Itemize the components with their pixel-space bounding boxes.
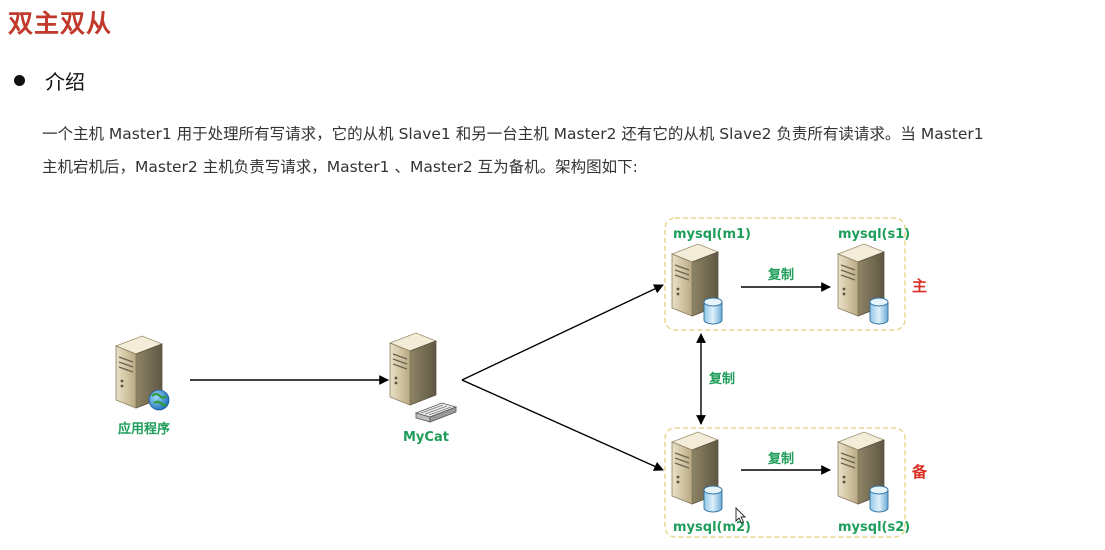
mouse-cursor-icon <box>735 506 747 524</box>
bullet-dot-icon <box>14 75 25 86</box>
replicate-middle-label: 复制 <box>708 371 735 387</box>
m2-label: mysql(m2) <box>673 520 751 535</box>
s2-label: mysql(s2) <box>838 520 910 535</box>
paragraph-line-1: 一个主机 Master1 用于处理所有写请求，它的从机 Slave1 和另一台主… <box>42 125 984 143</box>
bullet-label: 介绍 <box>45 70 85 94</box>
mysql-m1-server-icon <box>671 243 723 325</box>
backup-label: 备 <box>911 463 928 481</box>
backup-group-box <box>664 427 906 538</box>
mycat-server-icon <box>389 332 458 423</box>
replicate-top-label: 复制 <box>767 267 794 283</box>
bullet-item: 介绍 <box>14 66 85 95</box>
replicate-bottom-label: 复制 <box>767 451 794 467</box>
intro-paragraph: 一个主机 Master1 用于处理所有写请求，它的从机 Slave1 和另一台主… <box>42 118 1102 184</box>
mysql-s1-server-icon <box>837 243 889 325</box>
mycat-label: MyCat <box>403 430 449 445</box>
paragraph-line-2: 主机宕机后，Master2 主机负责写请求，Master1 、Master2 互… <box>42 158 638 176</box>
mysql-m2-server-icon <box>671 431 723 513</box>
s1-label: mysql(s1) <box>838 227 910 242</box>
primary-label: 主 <box>912 277 927 295</box>
app-server-icon <box>115 335 170 411</box>
primary-group-box <box>664 217 906 331</box>
mycat-to-m2-arrow <box>461 379 664 471</box>
m1-label: mysql(m1) <box>673 227 751 242</box>
app-label: 应用程序 <box>118 421 170 437</box>
mycat-to-m1-arrow <box>461 284 664 381</box>
mysql-s2-server-icon <box>837 431 889 513</box>
page-title: 双主双从 <box>8 9 113 38</box>
